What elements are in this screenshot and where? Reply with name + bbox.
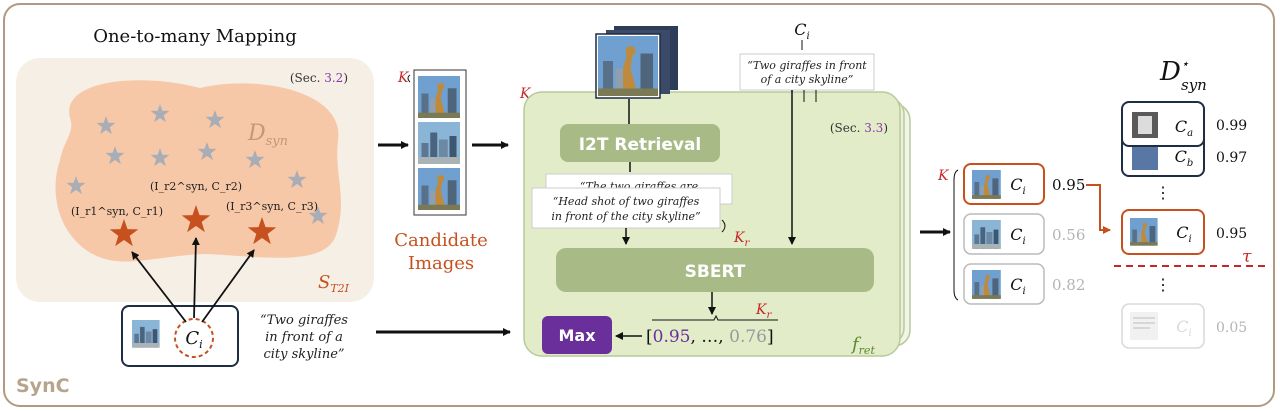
dataset-ellipsis-1: ⋮ [1155, 183, 1171, 202]
dataset-score-a: 0.99 [1216, 118, 1247, 134]
dataset-score-b: 0.97 [1216, 150, 1247, 166]
ranked-item-2: Ci 0.56 [963, 213, 1085, 255]
dataset-thumb-i [1130, 218, 1158, 246]
svg-text:Ci: Ci [1176, 317, 1191, 339]
retrieval-image-stack [595, 26, 678, 99]
i2t-retrieval-label: I2T Retrieval [579, 135, 702, 155]
pair-label-2: (I_r2^syn, C_r2) [150, 180, 242, 193]
dataset-item-a: Ca 0.99 [1121, 101, 1247, 147]
pair-label-3: (I_r3^syn, C_r3) [226, 200, 318, 213]
ranked-k-brace [953, 169, 959, 301]
retrieval-section-ref: (Sec. 3.3) [830, 121, 888, 135]
selected-to-dataset-arrow [1086, 184, 1111, 234]
svg-text:Ci: Ci [1176, 223, 1191, 245]
dsyn-label: Dsyn [247, 121, 288, 149]
ranked-thumb-1 [972, 170, 1001, 199]
retrieval-ci-label: Ci [794, 20, 809, 42]
svg-text:Ci: Ci [1010, 275, 1025, 297]
svg-text:of a city skyline”: of a city skyline” [761, 73, 854, 86]
score-vector: [0.95, …, 0.76] [646, 327, 774, 347]
svg-text:Ci: Ci [1010, 175, 1025, 197]
pair-label-1: (I_r1^syn, C_r1) [71, 205, 163, 218]
kr-label-1: Kr [733, 230, 750, 249]
candidate-image-3 [418, 168, 460, 210]
retrieved-caption-card-front: “Head shot of two giraffes in front of t… [531, 187, 721, 229]
threshold-tau-label: τ [1242, 247, 1252, 267]
synthetic-distribution-blob [55, 80, 341, 262]
candidate-k-label: K [397, 70, 410, 86]
mapping-arrows [131, 237, 255, 323]
svg-text:in front of the city skyline”: in front of the city skyline” [551, 210, 700, 223]
outer-frame [3, 3, 1275, 407]
svg-text:Cb: Cb [1175, 147, 1194, 169]
dataset-item-i: Ci 0.95 [1121, 209, 1247, 255]
ranked-item-1: Ci 0.95 [963, 163, 1085, 205]
sbert-label: SBERT [685, 262, 746, 282]
candidate-image-stack [413, 69, 467, 216]
mapping-title: One-to-many Mapping [93, 26, 297, 47]
st2i-label: ST2I [318, 272, 350, 295]
svg-text:Ca: Ca [1175, 117, 1193, 139]
candidate-image-1 [418, 76, 460, 118]
kr-brace-1 [721, 219, 726, 233]
input-pair-box: Ci [121, 305, 239, 367]
ranked-item-3: Ci 0.82 [963, 263, 1085, 305]
candidate-image-2 [418, 122, 460, 164]
svg-text:“Two giraffes: “Two giraffes [260, 313, 348, 328]
ranked-k-label: K [937, 168, 950, 184]
ranked-score-3: 0.82 [1052, 276, 1085, 294]
input-caption-token: Ci [185, 328, 202, 351]
dataset-title: D⋆syn [1159, 57, 1207, 94]
input-image-thumbnail [132, 320, 160, 348]
caption-circle [174, 318, 214, 358]
sync-label: SynC [16, 375, 70, 397]
dataset-score-i: 0.95 [1216, 226, 1247, 242]
ranked-thumb-2 [972, 220, 1001, 249]
kr-label-2: Kr [755, 302, 772, 321]
svg-text:“Head shot of two giraffes: “Head shot of two giraffes [553, 195, 700, 208]
mapping-section-ref: (Sec. 3.2) [290, 71, 348, 85]
svg-text:city skyline”: city skyline” [263, 347, 344, 362]
candidate-label-line2: Images [408, 253, 474, 274]
candidate-label-line1: Candidate [394, 230, 488, 251]
i2t-retrieval-box [560, 124, 720, 162]
dataset-ellipsis-2: ⋮ [1155, 275, 1171, 294]
ranked-thumb-3 [972, 270, 1001, 299]
dataset-score-rejected: 0.05 [1216, 320, 1247, 336]
ranked-score-2: 0.56 [1052, 226, 1085, 244]
svg-text:in front of a: in front of a [265, 330, 343, 345]
dataset-item-rejected: Ci [1121, 303, 1205, 349]
ranked-score-1: 0.95 [1052, 176, 1085, 194]
svg-text:“Two giraffes in front: “Two giraffes in front [747, 59, 867, 72]
sbert-box [556, 248, 874, 292]
svg-text:Ci: Ci [1010, 225, 1025, 247]
max-label: Max [558, 326, 596, 345]
input-caption-text: “Two giraffes in front of a city skyline… [260, 313, 348, 362]
retrieval-caption-card: “Two giraffes in front of a city skyline… [739, 53, 875, 91]
max-box [542, 316, 612, 354]
kr-brace-2 [652, 314, 778, 321]
retrieval-query-image [598, 36, 658, 96]
candidate-k-brace [407, 74, 411, 83]
